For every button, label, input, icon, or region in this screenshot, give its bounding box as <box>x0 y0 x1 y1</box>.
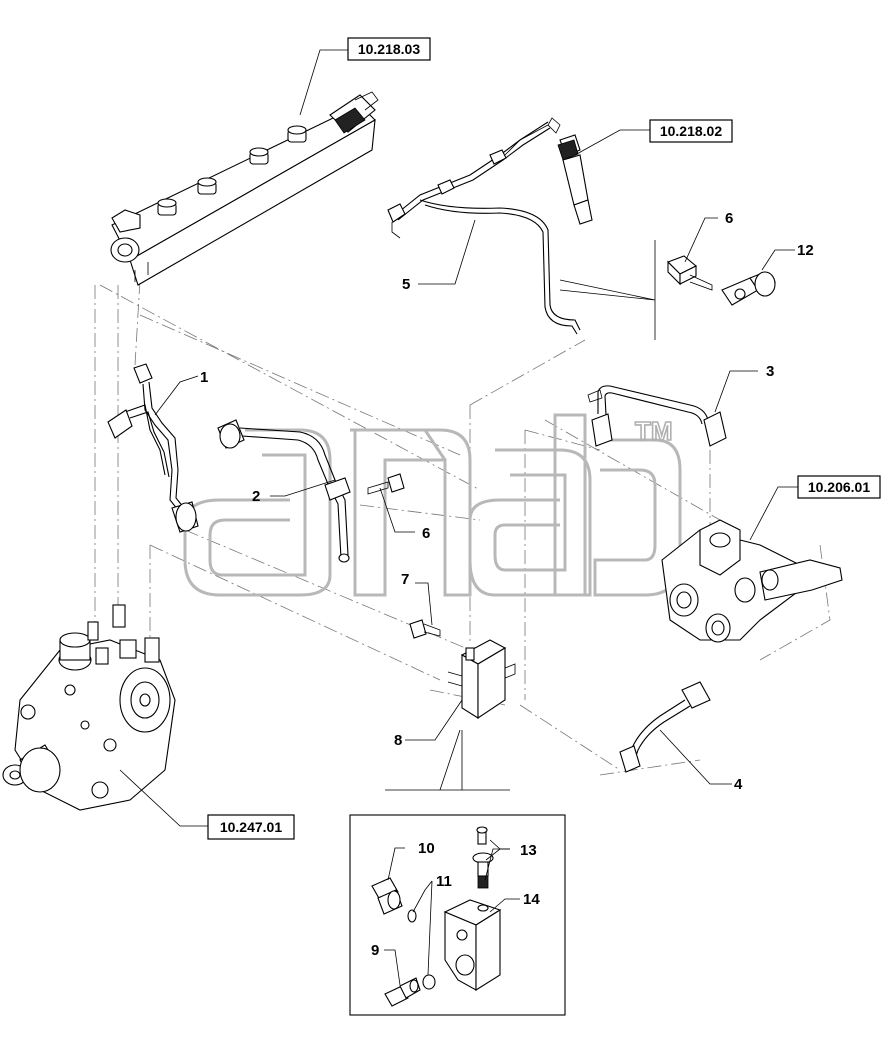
watermark-trademark: TM <box>635 416 673 446</box>
callout-8: 8 <box>394 732 402 749</box>
screw-7 <box>409 619 441 639</box>
clamp <box>559 240 776 340</box>
screw-top <box>667 255 713 291</box>
callout-numbers: 1 2 3 4 5 6 6 7 8 9 10 11 12 13 14 <box>200 210 814 959</box>
pressure-block <box>385 639 516 791</box>
sensor-parts-13 <box>472 826 494 889</box>
callout-6-top: 6 <box>725 210 733 227</box>
callout-3: 3 <box>766 363 774 380</box>
ref-label-filter: 10.206.01 <box>808 479 870 495</box>
block-14 <box>443 899 502 991</box>
injector <box>504 117 593 225</box>
callout-2: 2 <box>252 488 260 505</box>
callout-5: 5 <box>402 276 410 293</box>
common-rail <box>110 91 379 286</box>
callout-9: 9 <box>371 942 379 959</box>
callout-1: 1 <box>200 369 208 386</box>
ref-label-rail: 10.218.03 <box>358 41 420 57</box>
union-9 <box>384 977 421 1007</box>
watermark-logo: TM <box>183 413 682 597</box>
detail-inset <box>349 814 566 1016</box>
pipe-3 <box>587 385 727 447</box>
ref-box-rail[interactable]: 10.218.03 <box>347 37 431 61</box>
ref-box-filter[interactable]: 10.206.01 <box>797 475 881 499</box>
callout-7: 7 <box>401 571 409 588</box>
pipe-2 <box>217 419 351 563</box>
assembly-guide-lines <box>94 279 831 776</box>
callout-14: 14 <box>523 891 540 908</box>
callout-13: 13 <box>520 842 537 859</box>
rail-outlet <box>157 125 307 216</box>
ref-label-injector: 10.218.02 <box>660 123 722 139</box>
ref-box-injector[interactable]: 10.218.02 <box>649 119 733 143</box>
ref-label-pump: 10.247.01 <box>220 819 282 835</box>
pipe-1 <box>107 363 199 533</box>
union-10 <box>371 877 403 915</box>
callout-10: 10 <box>418 840 435 857</box>
leak-off-line <box>387 121 581 335</box>
fuel-pump <box>2 604 176 811</box>
callout-4: 4 <box>734 776 743 793</box>
filter-head <box>661 519 843 643</box>
ref-box-pump[interactable]: 10.247.01 <box>207 814 295 840</box>
callout-6-middle: 6 <box>422 525 430 542</box>
callout-11: 11 <box>436 873 452 890</box>
leader-lines <box>119 49 798 986</box>
pipe-4 <box>619 681 711 773</box>
o-ring-11 <box>407 909 436 990</box>
screw-middle <box>367 473 405 495</box>
callout-12: 12 <box>797 242 814 259</box>
